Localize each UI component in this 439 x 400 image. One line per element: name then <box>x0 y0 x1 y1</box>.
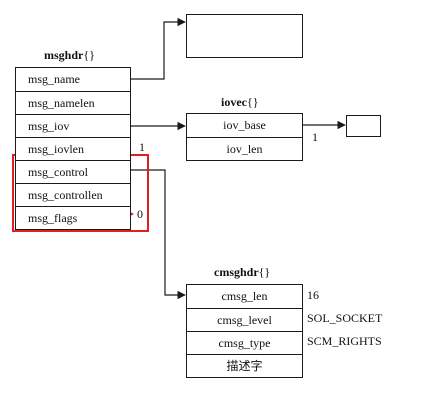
msghdr-field-msg-flags: msg_flags <box>16 206 130 229</box>
cmsg-level-value: SOL_SOCKET <box>307 311 383 325</box>
iov-buffer-box <box>346 115 381 137</box>
name-buffer-box <box>186 14 303 58</box>
iovec-title-suffix: {} <box>247 95 259 109</box>
cmsghdr-field-cmsg-level: cmsg_level <box>187 308 302 331</box>
cmsg-type-value: SCM_RIGHTS <box>307 334 382 348</box>
cmsghdr-field-cmsg-len: cmsg_len <box>221 289 268 303</box>
iovec-title: iovec{} <box>221 95 259 110</box>
cmsghdr-title-text: cmsghdr <box>214 265 259 279</box>
msghdr-field-msg-iov: msg_iov <box>16 114 130 137</box>
cmsghdr-title-suffix: {} <box>258 265 271 279</box>
iovec-field-iov-base: iov_base <box>223 118 266 132</box>
msghdr-field-msg-name: msg_name <box>28 72 80 86</box>
msghdr-field-msg-namelen: msg_namelen <box>16 91 130 114</box>
cmsghdr-struct: cmsg_len cmsg_level cmsg_type 描述字 <box>186 284 303 378</box>
cmsghdr-field-descriptor: 描述字 <box>187 354 302 377</box>
name-pointer-arrow <box>118 17 186 80</box>
msghdr-field-msg-control: msg_control <box>16 160 130 183</box>
cmsghdr-field-cmsg-type: cmsg_type <box>187 331 302 354</box>
msghdr-title: msghdr{} <box>44 48 95 63</box>
iov-base-value: 1 <box>312 130 318 144</box>
iovec-field-iov-len: iov_len <box>187 137 302 160</box>
msghdr-field-msg-controllen: msg_controllen <box>16 183 130 206</box>
msghdr-struct: msg_name msg_namelen msg_iov msg_iovlen … <box>15 67 131 230</box>
iovlen-value: 1 <box>139 140 145 154</box>
flags-value: 0 <box>137 207 143 221</box>
cmsg-len-value: 16 <box>307 288 319 302</box>
msghdr-title-suffix: {} <box>83 48 95 62</box>
msghdr-title-text: msghdr <box>44 48 84 62</box>
iovec-title-text: iovec <box>221 95 247 109</box>
iovec-struct: iov_base iov_len <box>186 113 303 161</box>
control-pointer-arrow <box>118 169 186 300</box>
msghdr-field-msg-iovlen: msg_iovlen <box>16 137 130 160</box>
cmsghdr-title: cmsghdr{} <box>214 265 270 280</box>
